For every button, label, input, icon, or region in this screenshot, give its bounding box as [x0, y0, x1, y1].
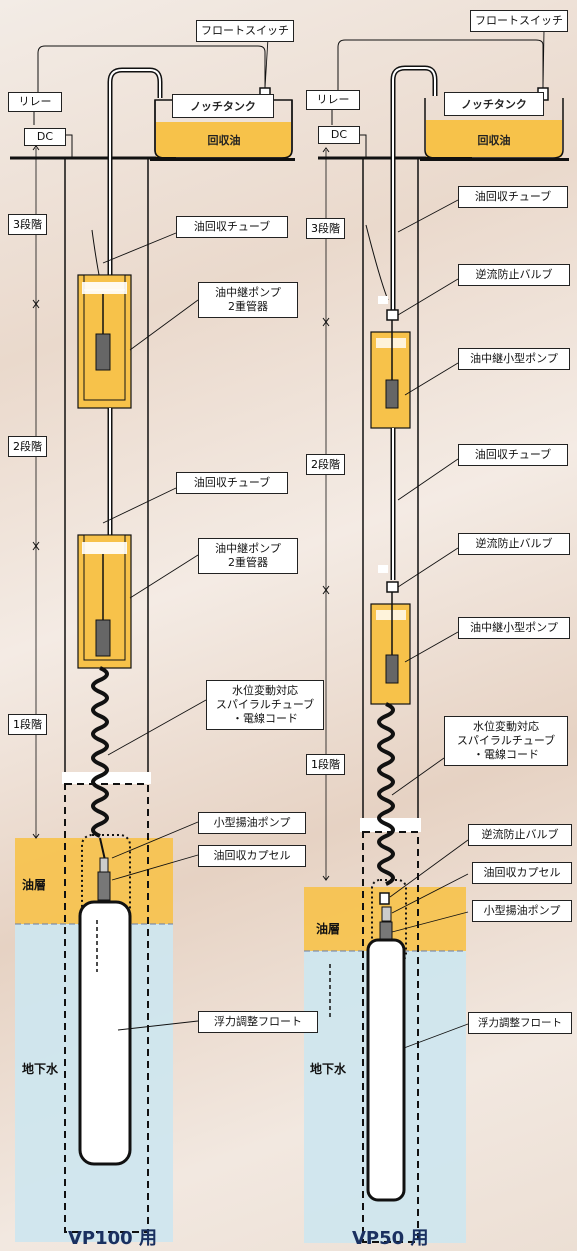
right-pump-2-label: 油中継小型ポンプ: [458, 617, 570, 639]
left-title: VP100 用: [68, 1228, 157, 1249]
right-small-pump-label: 小型揚油ポンプ: [472, 900, 572, 922]
left-dc-label: DC: [24, 128, 66, 146]
right-tube-1-label: 油回収チューブ: [458, 186, 568, 208]
right-oil-layer-label: 油層: [316, 922, 341, 936]
left-spiral-label: 水位変動対応 スパイラルチューブ ・電線コード: [206, 680, 324, 730]
right-groundwater-label: 地下水: [310, 1062, 347, 1076]
right-check-valve-1-label: 逆流防止バルブ: [458, 264, 570, 286]
right-notch-tank-label: ノッチタンク: [444, 92, 544, 116]
right-stage-2: 2段階: [306, 454, 345, 475]
right-stage-3: 3段階: [306, 218, 345, 239]
left-stage-1: 1段階: [8, 714, 47, 735]
right-title: VP50 用: [352, 1228, 429, 1249]
right-tube-2-label: 油回収チューブ: [458, 444, 568, 466]
right-float: [366, 938, 406, 1202]
left-tube-1-label: 油回収チューブ: [176, 216, 288, 238]
right-stage-1: 1段階: [306, 754, 345, 775]
left-capsule-label: 油回収カプセル: [198, 845, 306, 867]
left-float-switch-label: フロートスイッチ: [196, 20, 294, 42]
right-check-valve-2-label: 逆流防止バルブ: [458, 533, 570, 555]
right-float-switch-label: フロートスイッチ: [470, 10, 568, 32]
left-groundwater-label: 地下水: [22, 1062, 59, 1076]
left-recovered-oil-label: 回収油: [207, 134, 241, 147]
right-capsule-label: 油回収カプセル: [472, 862, 572, 884]
left-relay-label: リレー: [8, 92, 62, 112]
left-tube-2-label: 油回収チューブ: [176, 472, 288, 494]
right-float-label: 浮力調整フロート: [468, 1012, 572, 1034]
right-recovered-oil-label: 回収油: [477, 134, 511, 147]
left-pump-1-label: 油中継ポンプ 2重管器: [198, 282, 298, 318]
left-pump-2-label: 油中継ポンプ 2重管器: [198, 538, 298, 574]
left-screen: [64, 783, 149, 1233]
left-float: [78, 900, 132, 1166]
left-small-pump-label: 小型揚油ポンプ: [198, 812, 306, 834]
left-notch-tank-label: ノッチタンク: [172, 94, 274, 118]
right-dc-label: DC: [318, 126, 360, 144]
left-float-label: 浮力調整フロート: [198, 1011, 318, 1033]
left-stage-2: 2段階: [8, 436, 47, 457]
left-stage-3: 3段階: [8, 214, 47, 235]
right-relay-label: リレー: [306, 90, 360, 110]
right-check-valve-3-label: 逆流防止バルブ: [468, 824, 572, 846]
left-oil-layer-label: 油層: [22, 878, 47, 892]
right-spiral-label: 水位変動対応 スパイラルチューブ ・電線コード: [444, 716, 568, 766]
right-pump-1-label: 油中継小型ポンプ: [458, 348, 570, 370]
